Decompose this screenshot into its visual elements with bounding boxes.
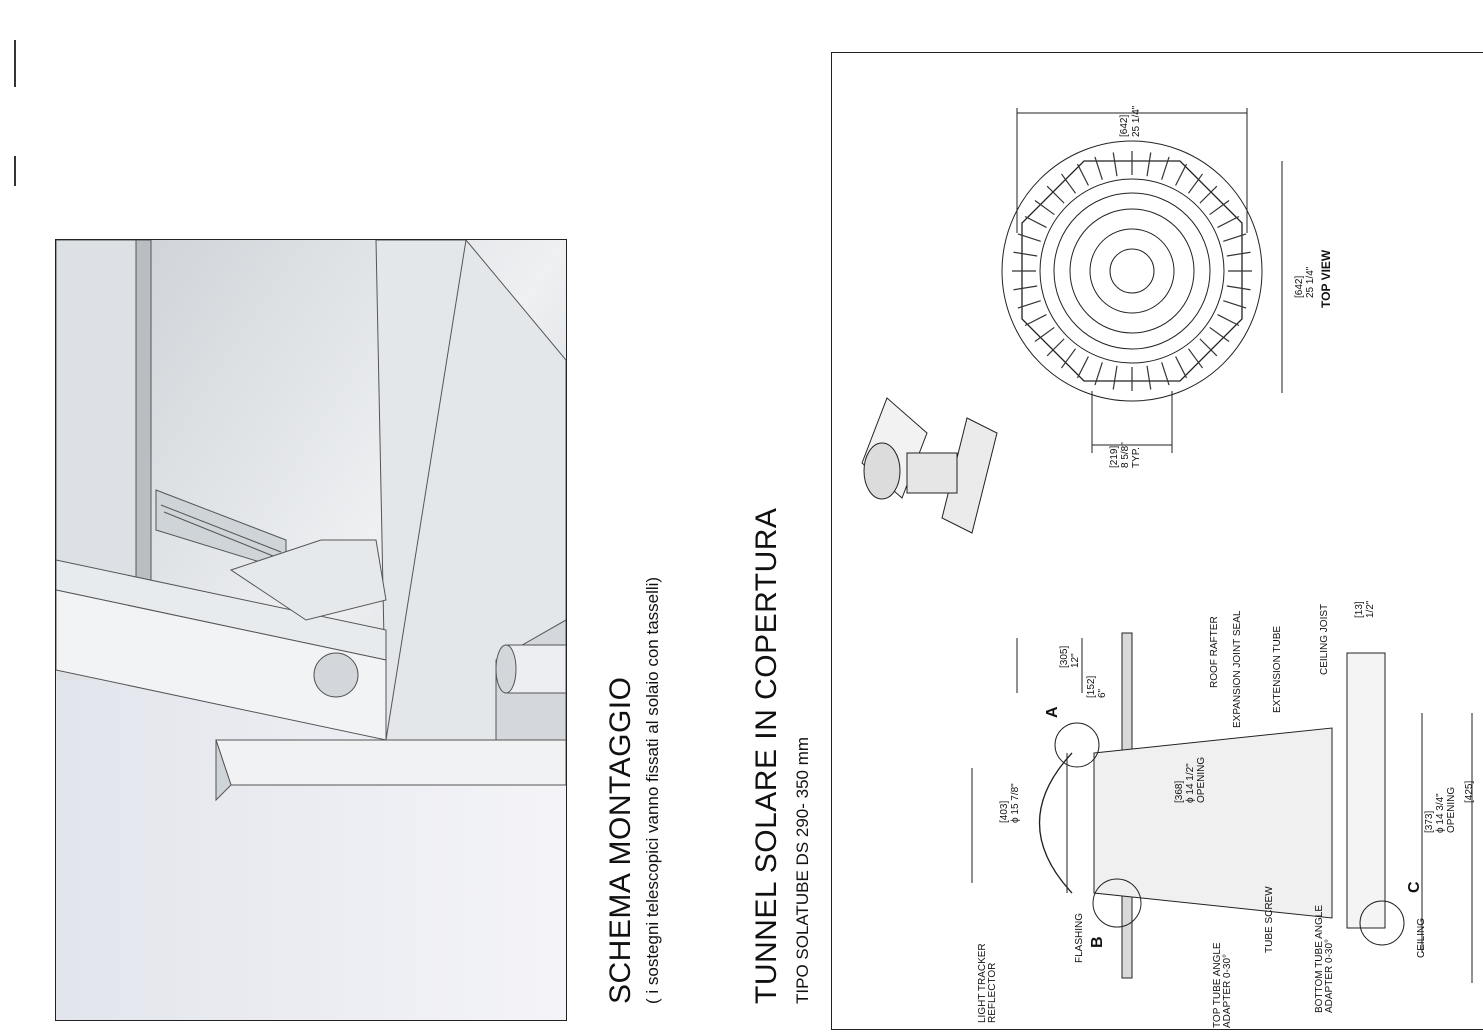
d305-in: 12" — [1070, 653, 1081, 668]
reflector-fin — [1175, 356, 1188, 379]
typ-in: 8 5/8" — [1120, 442, 1131, 468]
typ-mm: [219] — [1109, 446, 1120, 468]
reflector-fin — [1187, 173, 1204, 194]
reflector-fin — [1013, 285, 1038, 291]
reflector-fin — [1161, 156, 1170, 180]
d152-mm: [152] — [1086, 676, 1097, 698]
label-flashing: FLASHING — [1074, 913, 1085, 963]
label-ceiling-joist: CEILING JOIST — [1319, 604, 1330, 675]
installation-render — [55, 239, 567, 1021]
label-roof-rafter: ROOF RAFTER — [1209, 616, 1220, 688]
d152-in: 6" — [1097, 688, 1108, 698]
reflector-fin — [1223, 300, 1247, 309]
reflector-fin — [1217, 215, 1240, 228]
label-bottom-tube-adapter: ADAPTER 0-30° — [1324, 939, 1335, 1013]
reflector-fin — [1034, 199, 1055, 216]
top-view-label: TOP VIEW — [1319, 249, 1333, 308]
margin-mark-bottom — [14, 156, 16, 186]
margin-mark-top — [14, 40, 16, 87]
reflector-fin — [1161, 362, 1170, 386]
top-view-plan — [1001, 108, 1283, 453]
reflector-fin — [1024, 215, 1047, 228]
reflector-fin — [1112, 152, 1118, 177]
reflector-fin — [1146, 365, 1152, 390]
reflector-fin — [1034, 326, 1055, 343]
reflector-fin — [1060, 348, 1077, 369]
tunnel-title: TUNNEL SOLARE IN COPERTURA — [750, 507, 783, 1004]
reflector-fin — [1146, 152, 1152, 177]
tunnel-subtitle: TIPO SOLATUBE DS 290- 350 mm — [793, 736, 812, 1004]
label-tube-screw: TUBE SCREW — [1264, 886, 1275, 953]
reflector-fin — [1175, 163, 1188, 186]
reflector-fin — [1076, 163, 1089, 186]
section-view — [971, 632, 1473, 983]
callout-c: C — [1406, 881, 1423, 893]
top-height-in: 25 1/4" — [1305, 266, 1316, 298]
reflector-fin — [1017, 233, 1041, 242]
callout-a: A — [1044, 706, 1061, 718]
label-bottom-tube: BOTTOM TUBE ANGLE — [1314, 905, 1325, 1013]
reflector-fin — [1060, 173, 1077, 194]
d13-in: 1/2" — [1365, 600, 1376, 618]
d305-mm: [305] — [1059, 646, 1070, 668]
reflector-fin — [1094, 362, 1103, 386]
opening2-in: ϕ 14 3/4" — [1435, 793, 1446, 833]
reflector-fin — [1209, 199, 1230, 216]
label-expansion-joint: EXPANSION JOINT SEAL — [1232, 610, 1243, 728]
opening2-label: OPENING — [1446, 787, 1457, 833]
label-top-tube-adapter: ADAPTER 0-30° — [1222, 954, 1233, 1028]
top-height-mm: [642] — [1294, 276, 1305, 298]
label-ceiling: CEILING — [1416, 918, 1427, 958]
dome-mm: [403] — [999, 801, 1010, 823]
reflector-fin — [1187, 348, 1204, 369]
reflector-fin — [1013, 251, 1038, 257]
reflector-fin — [1046, 185, 1065, 204]
opening1-label: OPENING — [1196, 757, 1207, 803]
reflector-fin — [1226, 251, 1251, 257]
reflector-fin — [1199, 338, 1218, 357]
reflector-fin — [1094, 156, 1103, 180]
d13-mm: [13] — [1354, 601, 1365, 618]
label-reflector: REFLECTOR — [987, 963, 998, 1023]
dome-in: ϕ 15 7/8" — [1010, 783, 1021, 823]
label-light-tracker: LIGHT TRACKER — [977, 943, 988, 1023]
top-width-in: 25 1/4" — [1131, 105, 1142, 137]
isometric-view — [861, 397, 998, 534]
reflector-fin — [1076, 356, 1089, 379]
label-extension-tube: EXTENSION TUBE — [1272, 626, 1283, 713]
reflector-fin — [1209, 326, 1230, 343]
top-width-mm: [642] — [1119, 115, 1130, 137]
typ-note: TYP. — [1131, 447, 1142, 468]
reflector-fin — [1046, 338, 1065, 357]
label-top-tube: TOP TUBE ANGLE — [1212, 942, 1223, 1028]
reflector-fin — [1112, 365, 1118, 390]
reflector-fin — [1223, 233, 1247, 242]
reflector-fin — [1217, 314, 1240, 327]
opening1-mm: [368] — [1174, 781, 1185, 803]
schema-subtitle: ( i sostegni telescopici vanno fissati a… — [643, 576, 662, 1004]
d425-mm: [425] — [1464, 781, 1475, 803]
reflector-fin — [1226, 285, 1251, 291]
callout-b: B — [1089, 936, 1106, 948]
schema-title: SCHEMA MONTAGGIO — [604, 676, 637, 1004]
reflector-fin — [1017, 300, 1041, 309]
reflector-fin — [1024, 314, 1047, 327]
opening1-in: ϕ 14 1/2" — [1185, 763, 1196, 803]
opening2-mm: [373] — [1424, 811, 1435, 833]
reflector-fin — [1199, 185, 1218, 204]
technical-drawing: [642] 25 1/4" [642] 25 1/4" TOP VIEW [21… — [831, 52, 1483, 1030]
